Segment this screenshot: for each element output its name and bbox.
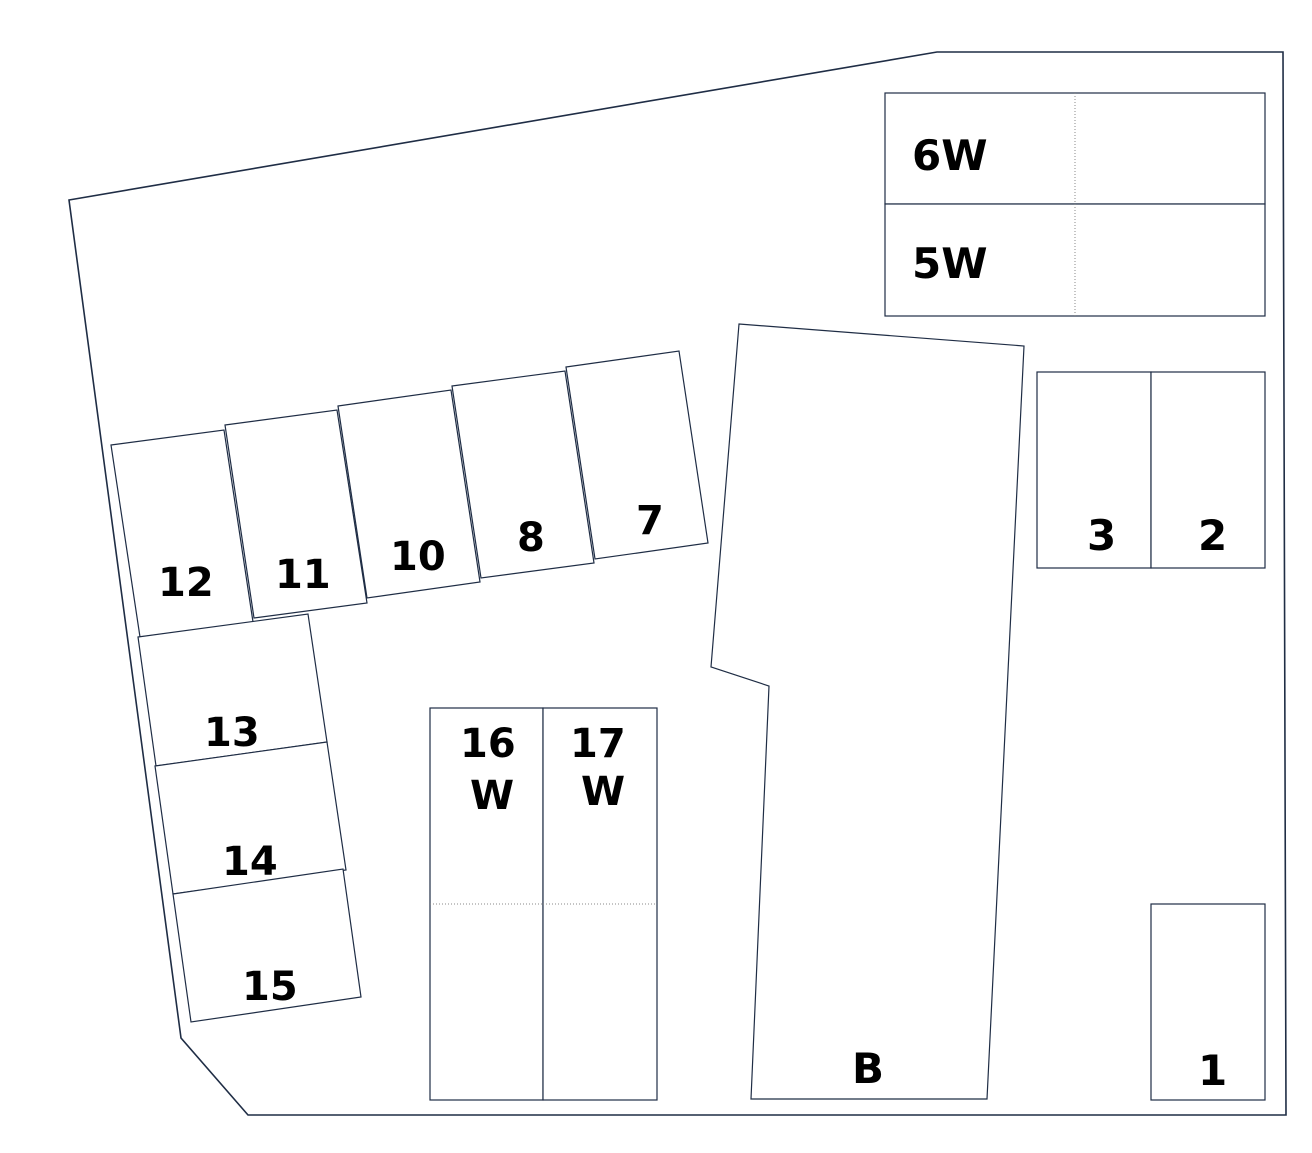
lot-12[interactable]: 12	[110, 429, 254, 638]
lot-b[interactable]: B	[710, 323, 1025, 1100]
lot-15[interactable]: 15	[172, 868, 362, 1023]
site-boundary	[68, 51, 1287, 1116]
lot-12-label: 12	[158, 560, 214, 606]
lot-11-label: 11	[275, 552, 331, 598]
lot-17w-suffix: W	[581, 769, 625, 815]
lot-13-label: 13	[204, 710, 260, 756]
lot-7-label: 7	[636, 498, 664, 544]
lot-16w-suffix: W	[470, 773, 514, 819]
lot-2[interactable]: 2	[1150, 371, 1266, 569]
lot-1-label: 1	[1198, 1046, 1227, 1095]
lot-11[interactable]: 11	[224, 409, 368, 619]
lot-14-label: 14	[222, 839, 278, 885]
lot-8-label: 8	[517, 515, 545, 561]
lot-16w[interactable]: 16 W	[429, 707, 544, 1101]
lot-7[interactable]: 7	[565, 350, 709, 560]
lot-2-label: 2	[1198, 511, 1227, 560]
lot-10[interactable]: 10	[337, 389, 481, 599]
lot-3[interactable]: 3	[1036, 371, 1152, 569]
lot-10-label: 10	[390, 534, 446, 580]
lot-1[interactable]: 1	[1150, 903, 1266, 1101]
lot-6w-label: 6W	[912, 131, 988, 180]
lot-6w[interactable]: 6W	[884, 92, 1266, 205]
lot-8[interactable]: 8	[451, 370, 595, 579]
lot-14[interactable]: 14	[154, 741, 347, 895]
lot-5w-label: 5W	[912, 239, 988, 288]
lot-5w[interactable]: 5W	[884, 203, 1266, 317]
lot-b-label: B	[852, 1044, 884, 1093]
lot-16w-number: 16	[460, 721, 516, 767]
lot-15-label: 15	[242, 964, 298, 1010]
lot-17w[interactable]: 17 W	[542, 707, 658, 1101]
lot-17w-number: 17	[570, 721, 626, 767]
lot-3-label: 3	[1087, 511, 1116, 560]
lot-13[interactable]: 13	[137, 613, 328, 767]
